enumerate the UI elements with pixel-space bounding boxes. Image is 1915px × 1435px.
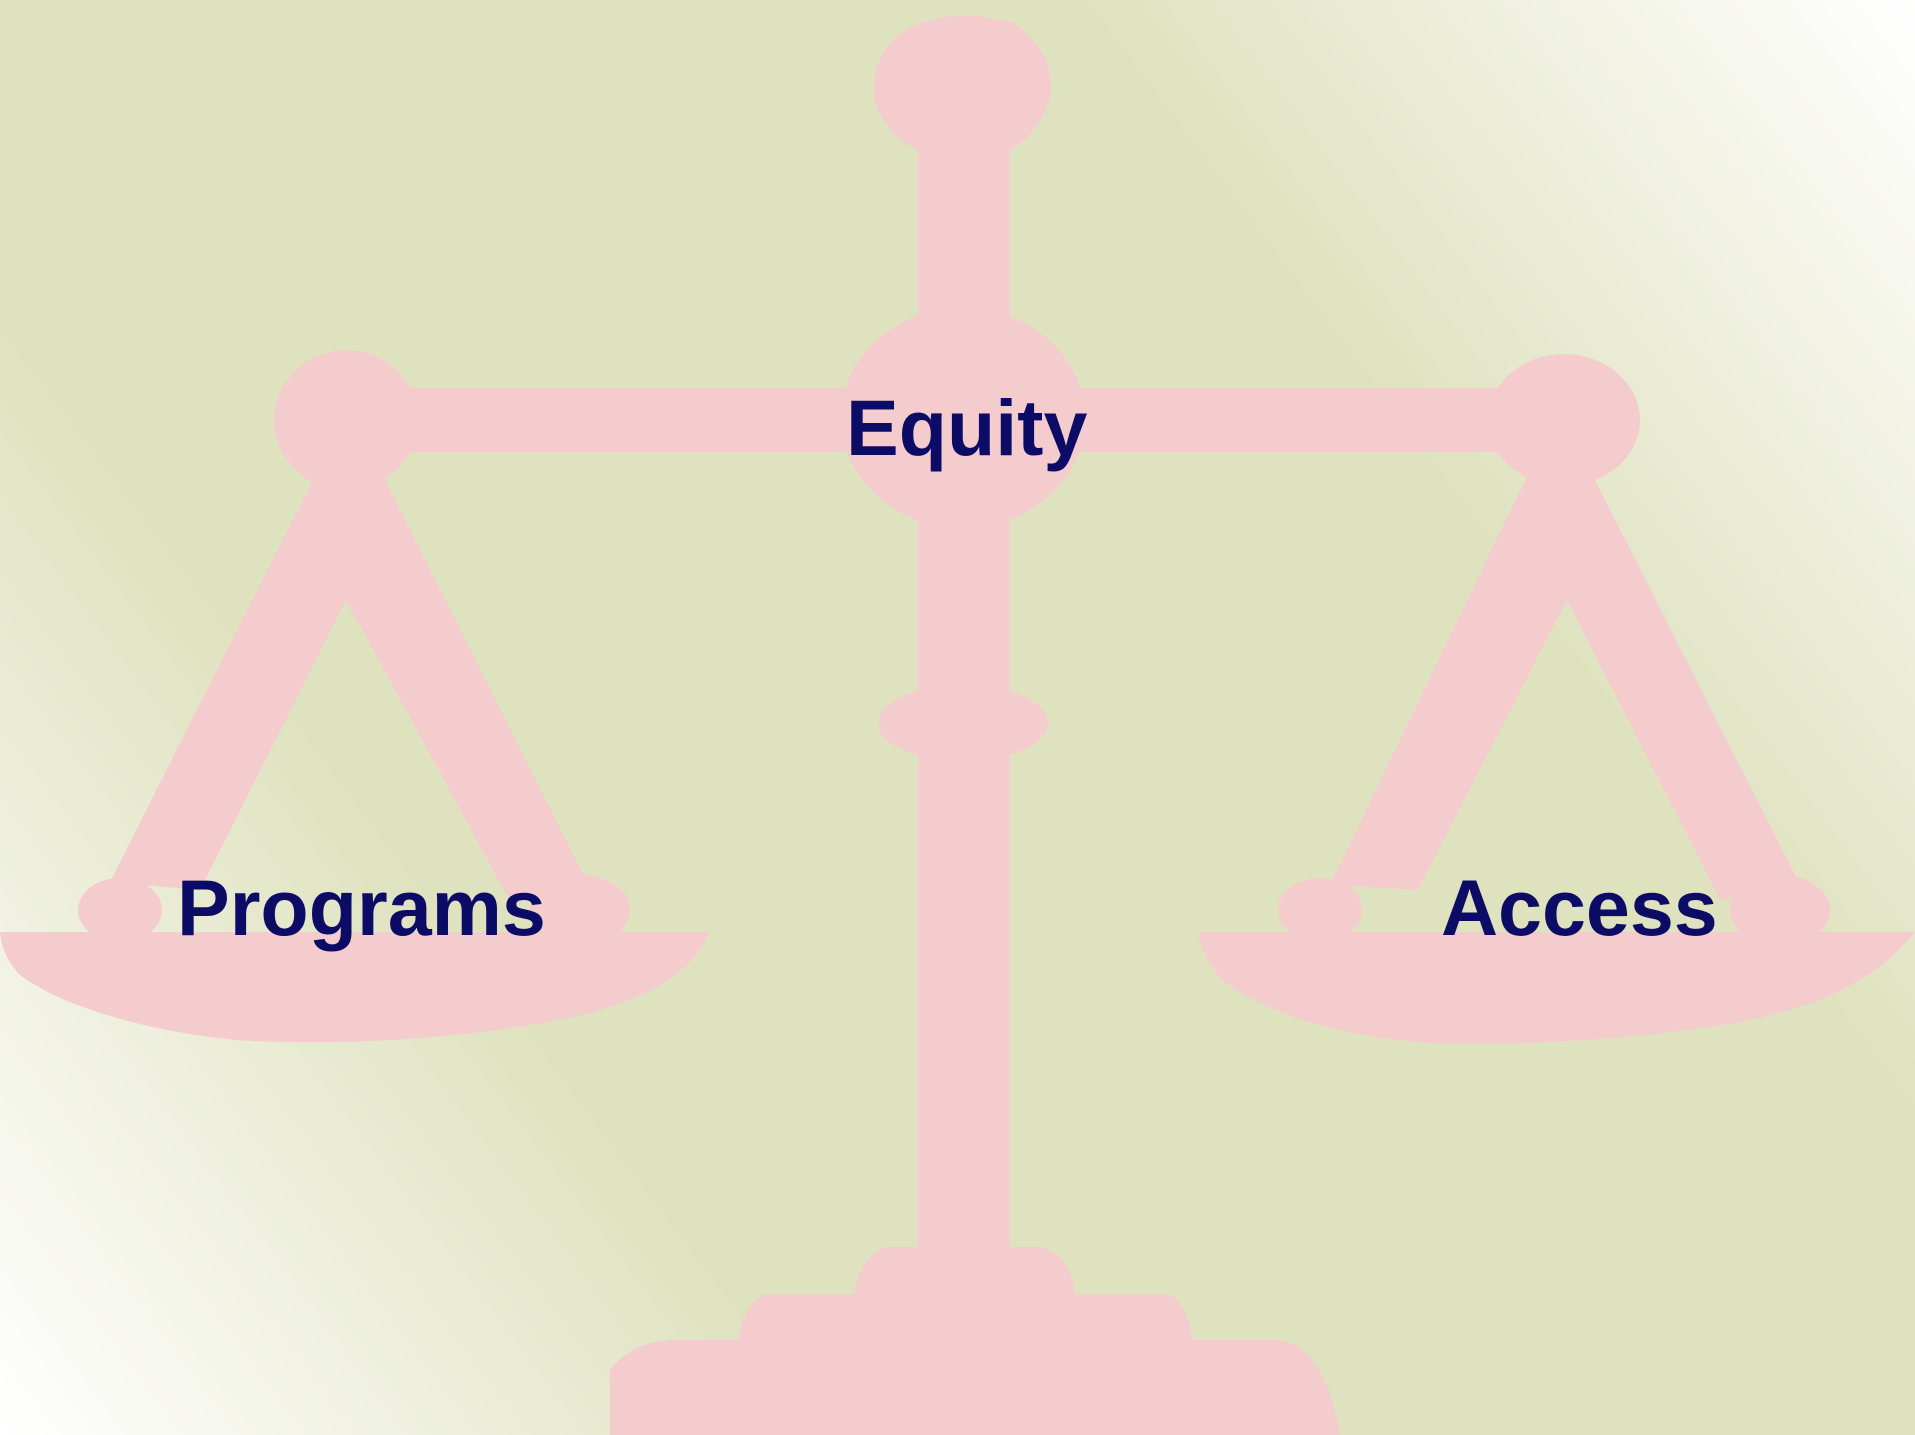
label-programs: Programs (177, 863, 546, 952)
scale-hanger-right (1330, 470, 1800, 900)
scale-base-tier-2 (738, 1294, 1192, 1345)
scale-base-tier-1 (855, 1247, 1075, 1300)
scale-beam-knob-right (1488, 354, 1640, 486)
scale-finial (874, 16, 1051, 175)
scale-collar (878, 685, 1048, 761)
scale-hanger-left (110, 470, 585, 905)
scale-pan-left-rim-l (78, 878, 162, 942)
scale-pan-left (0, 932, 710, 1043)
scale-base-tier-3 (610, 1340, 1340, 1435)
scale-of-justice (0, 16, 1915, 1435)
label-access: Access (1441, 863, 1718, 952)
scale-pan-right-rim-l (1278, 878, 1362, 942)
scale-pillar-lower (918, 500, 1010, 1270)
scale-pan-right-rim-r (1730, 875, 1830, 945)
scale-pan-right (1198, 932, 1915, 1044)
scale-beam-knob-left (274, 350, 418, 490)
scale-pan-left-rim-r (530, 875, 630, 945)
label-equity: Equity (846, 383, 1088, 472)
scale-pillar-upper (918, 140, 1010, 340)
scale-beam (315, 388, 1612, 452)
